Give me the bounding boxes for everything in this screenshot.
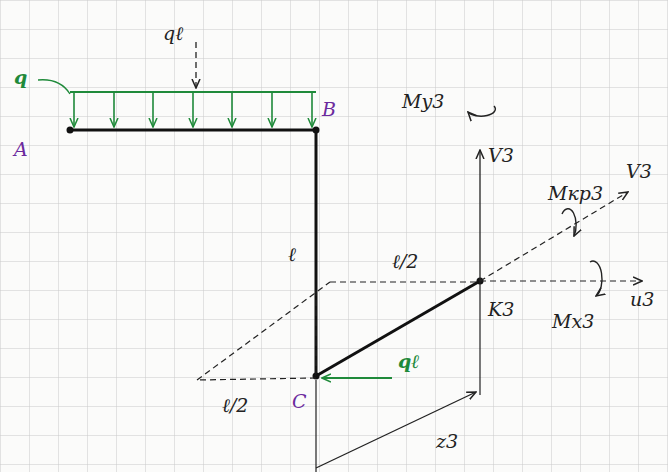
axis-label: z3 — [436, 432, 458, 451]
force-label: qℓ — [163, 24, 183, 43]
moment-label: Mx3 — [552, 312, 594, 331]
point-label: C — [292, 392, 307, 411]
axis-label: V3 — [488, 146, 514, 165]
length-label: ℓ — [288, 245, 296, 264]
axis-label: u3 — [630, 290, 654, 309]
moment-label: Mкр3 — [548, 184, 603, 203]
point-label: A — [14, 140, 28, 159]
axis-label: V3 — [626, 162, 652, 181]
load-label: q — [14, 68, 27, 87]
moment-label: My3 — [402, 92, 444, 111]
point-label: B — [322, 100, 336, 119]
force-label: qℓ — [398, 352, 419, 371]
point-label: K3 — [488, 300, 514, 319]
length-label: ℓ/2 — [392, 252, 418, 271]
length-label: ℓ/2 — [222, 396, 248, 415]
